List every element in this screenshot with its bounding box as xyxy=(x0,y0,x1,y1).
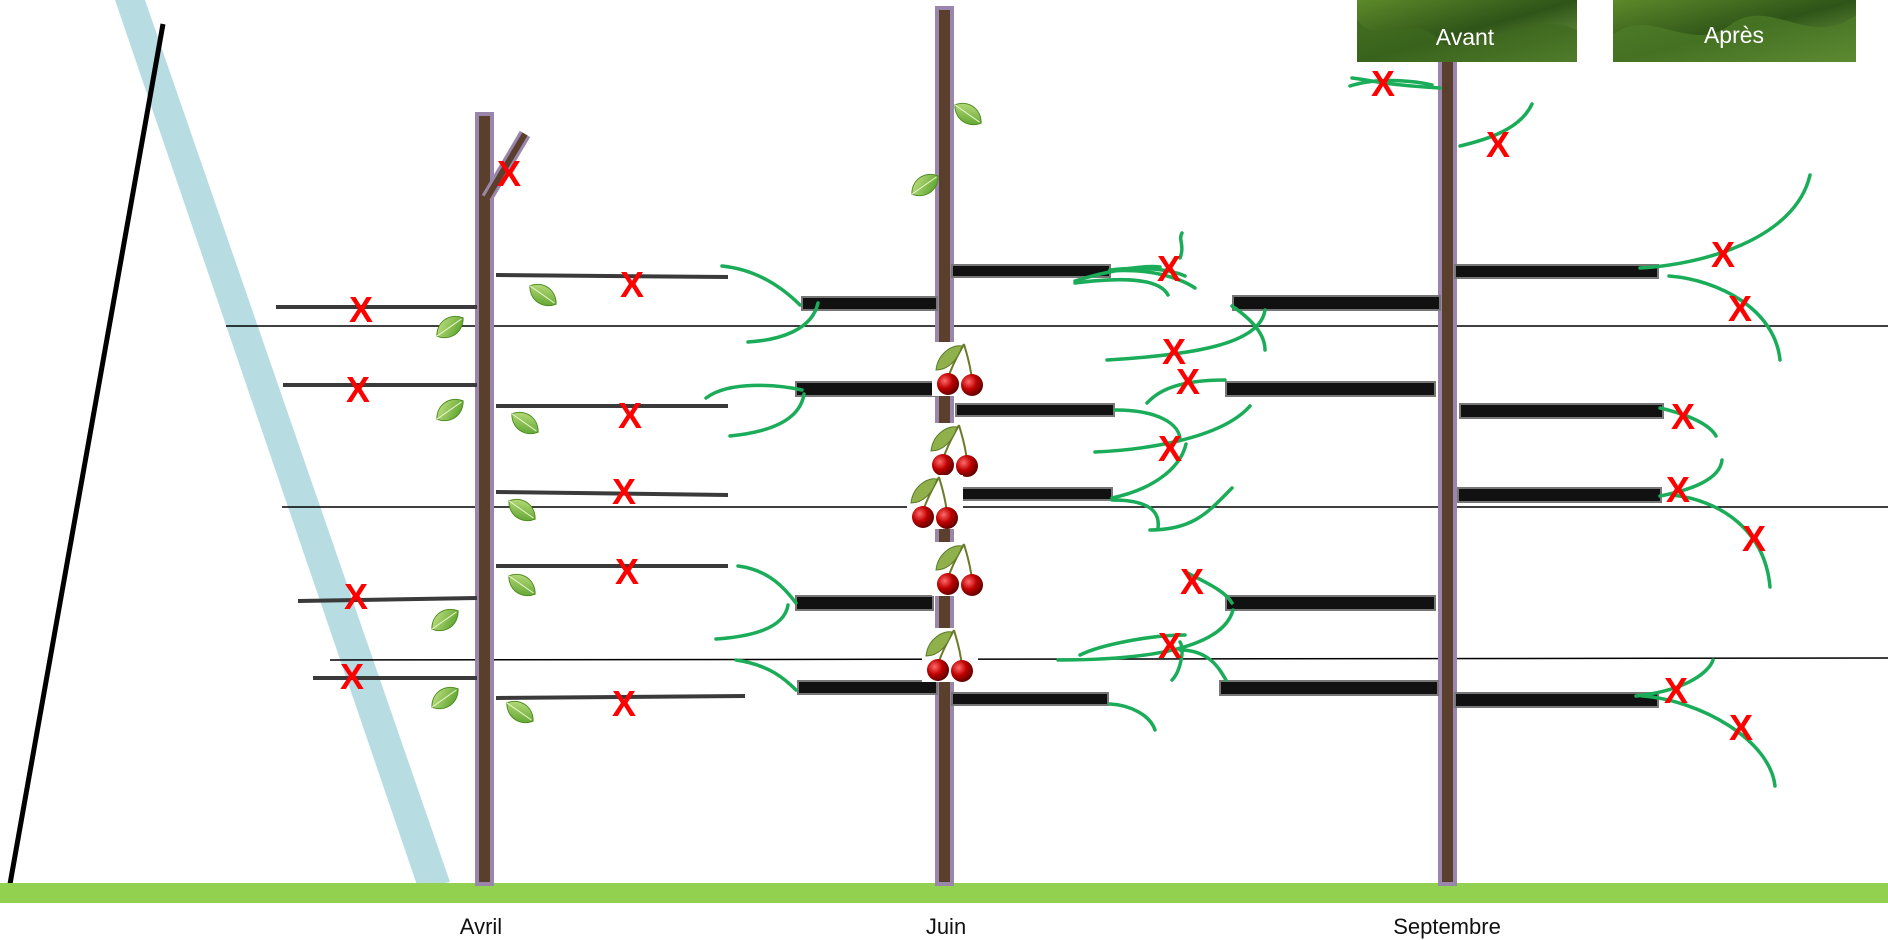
trunk-septembre xyxy=(1438,18,1457,886)
month-label-septembre: Septembre xyxy=(1393,914,1501,939)
cut-mark: X xyxy=(1666,469,1690,510)
cut-mark: X xyxy=(1486,124,1510,165)
cut-mark: X xyxy=(1176,361,1200,402)
cherry-icon xyxy=(932,342,988,396)
cut-mark: X xyxy=(1742,518,1766,559)
leaf-icon xyxy=(436,315,464,339)
cut-mark: X xyxy=(612,683,636,724)
leaves xyxy=(431,102,982,724)
cut-mark: X xyxy=(1729,707,1753,748)
ground xyxy=(0,883,1888,903)
cut-mark: X xyxy=(340,656,364,697)
cut-mark: X xyxy=(1711,234,1735,275)
avril-branches xyxy=(276,273,746,700)
month-label-avril: Avril xyxy=(459,914,503,939)
cherry-icon xyxy=(927,423,983,477)
leaf-icon xyxy=(436,398,464,422)
cut-mark: X xyxy=(618,395,642,436)
photo-before-title: Avant xyxy=(1436,24,1495,50)
cut-mark: X xyxy=(1371,63,1395,104)
photo-before: Avant xyxy=(1357,0,1577,62)
cherry-icon xyxy=(907,475,963,529)
leaf-icon xyxy=(508,573,536,597)
cut-mark: X xyxy=(497,153,521,194)
leaf-icon xyxy=(506,700,534,724)
leaf-icon xyxy=(431,608,459,632)
cherries xyxy=(907,342,988,682)
cut-mark: X xyxy=(612,471,636,512)
cut-mark: X xyxy=(1728,288,1752,329)
photo-after: Après xyxy=(1613,0,1856,62)
ladder-band xyxy=(115,0,450,888)
cut-mark: X xyxy=(1664,670,1688,711)
leaf-icon xyxy=(508,498,536,522)
photo-after-title: Après xyxy=(1704,22,1764,48)
cut-mark: X xyxy=(620,264,644,305)
cut-mark: X xyxy=(1158,428,1182,469)
cut-mark: X xyxy=(1158,625,1182,666)
month-label-juin: Juin xyxy=(925,914,967,939)
leaf-icon xyxy=(431,686,459,710)
leaf-icon xyxy=(511,411,539,435)
cut-mark: X xyxy=(1157,248,1181,289)
cherry-icon xyxy=(922,628,978,682)
cherry-icon xyxy=(932,542,988,596)
leaf-icon xyxy=(911,173,939,197)
cut-mark: X xyxy=(1180,561,1204,602)
cut-mark: X xyxy=(349,289,373,330)
cut-mark: X xyxy=(346,369,370,410)
cut-mark: X xyxy=(344,576,368,617)
cut-mark: X xyxy=(615,551,639,592)
leaf-icon xyxy=(529,283,557,307)
trunk-avril xyxy=(475,112,494,886)
cut-mark: X xyxy=(1671,396,1695,437)
shoots xyxy=(704,76,1812,788)
leaf-icon xyxy=(954,102,982,126)
ladder-rail xyxy=(7,23,166,885)
cut-mark: X xyxy=(1162,331,1186,372)
